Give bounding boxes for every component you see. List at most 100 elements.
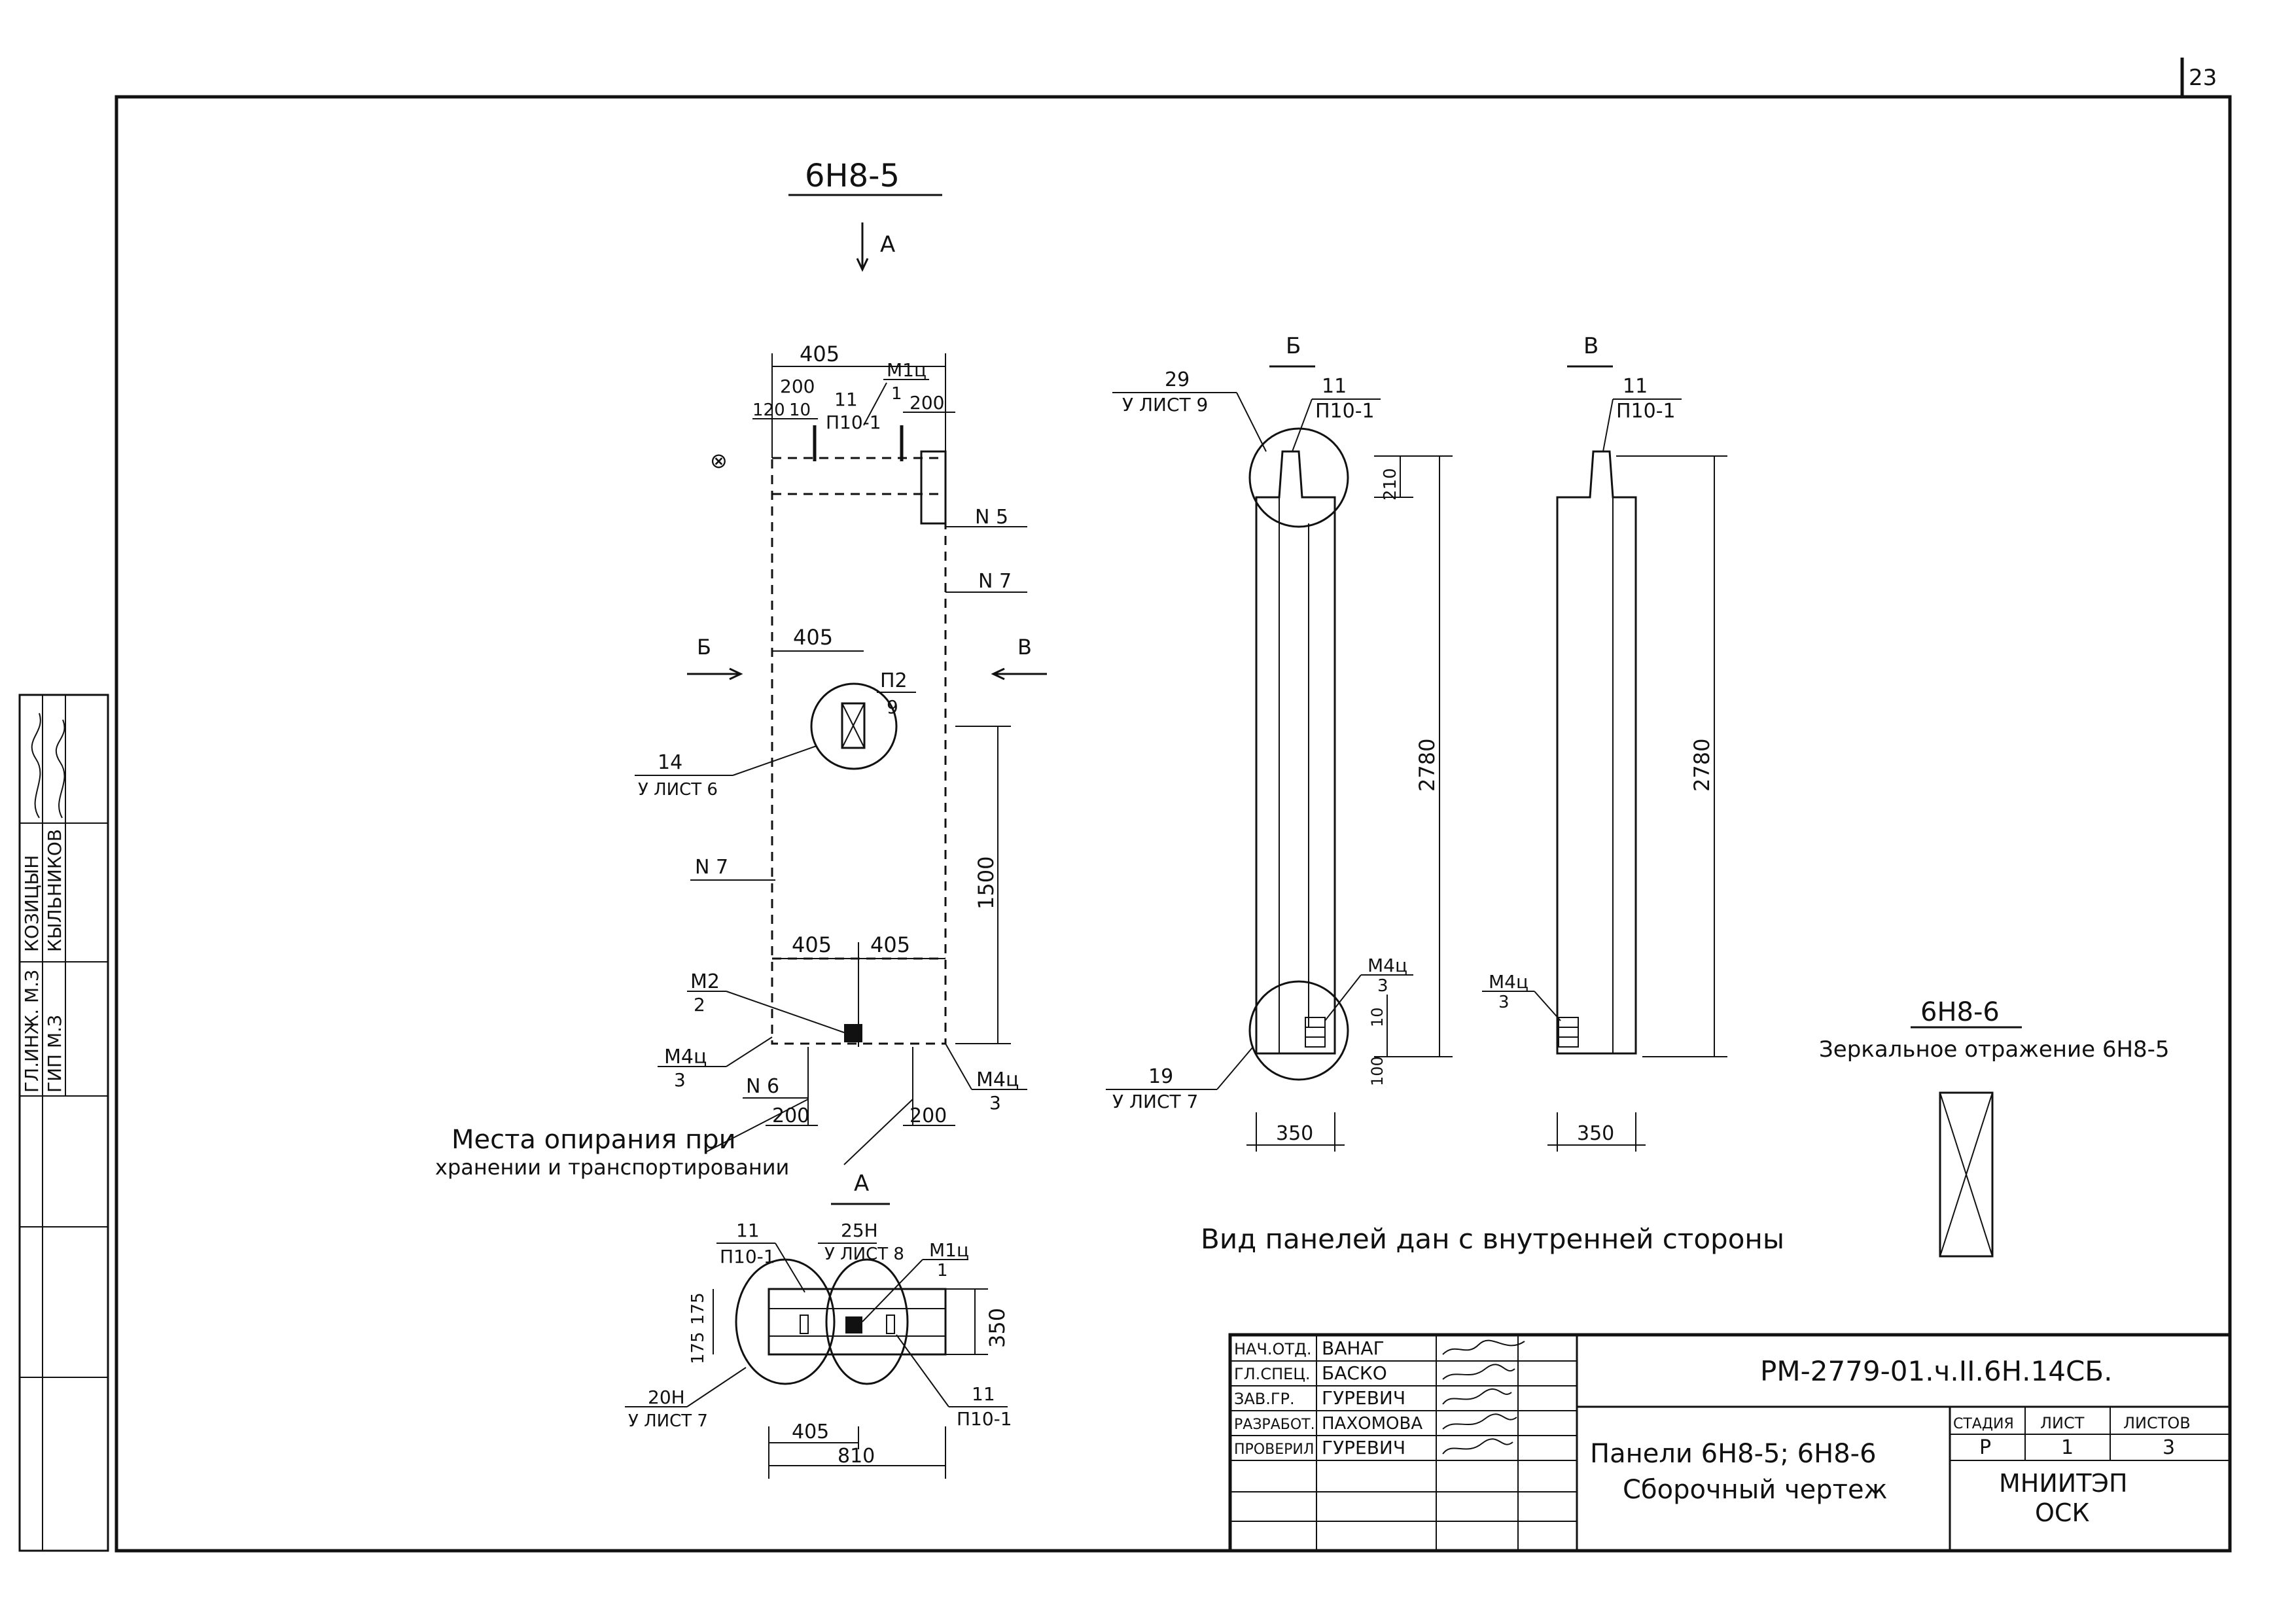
dim-top-405: 405	[800, 342, 839, 366]
v-callout-3: 3	[1498, 993, 1510, 1012]
tb-signature-4	[1442, 1438, 1513, 1455]
tb-name-2: ГУРЕВИЧ	[1322, 1387, 1405, 1409]
view-label-a-bottom: А	[854, 1171, 869, 1197]
plan-dim-175a: 175	[688, 1292, 708, 1325]
callout-11-front: 11	[834, 389, 858, 410]
callout-m2: М2	[690, 970, 720, 993]
callout-m1c-top: М1ц	[887, 359, 927, 381]
b-dim-10: 10	[1368, 1007, 1386, 1027]
view-label-a-top: А	[880, 232, 895, 258]
callout-1-top: 1	[891, 384, 902, 404]
section-mark-left: ⊗	[710, 448, 728, 473]
view-arrow-v: В	[1017, 635, 1032, 660]
mirror-mark: 6Н8-6	[1920, 997, 2000, 1027]
tb-role-3: РАЗРАБОТ.	[1234, 1417, 1315, 1433]
plan-dim-350: 350	[985, 1308, 1010, 1348]
plan-callout-20n: 20Н	[648, 1386, 685, 1408]
tb-signature-0	[1442, 1339, 1525, 1355]
drawing-title-group: 6Н8-5 А	[788, 158, 942, 272]
plan-callout-p10-1-bot: П10-1	[957, 1408, 1012, 1430]
drawing-title: 6Н8-5	[805, 158, 900, 194]
plan-callout-list7: У ЛИСТ 7	[628, 1411, 708, 1431]
v-callout-p10-1: П10-1	[1616, 400, 1676, 423]
callout-n7-right: N 7	[978, 570, 1012, 593]
stamp-role-1: ГЛ.ИНЖ. М.З	[21, 970, 43, 1093]
plan-callout-m1c: М1ц	[929, 1239, 969, 1261]
tb-signature-2	[1442, 1388, 1512, 1405]
tb-role-4: ПРОВЕРИЛ	[1234, 1441, 1314, 1458]
callout-14: 14	[658, 751, 682, 774]
plan-callout-p10-1-top: П10-1	[720, 1246, 775, 1267]
b-callout-3: 3	[1377, 976, 1388, 996]
b-dim-100: 100	[1368, 1056, 1386, 1086]
dim-200-left: 200	[780, 376, 815, 397]
callout-2: 2	[694, 994, 705, 1015]
b-callout-11: 11	[1322, 375, 1347, 398]
front-view: 405 200 120 10 200 11 П10-1 М1ц 1 ⊗ N 5 …	[435, 342, 1047, 1180]
v-callout-m4c: М4ц	[1489, 971, 1528, 993]
tb-role-0: НАЧ.ОТД.	[1234, 1340, 1311, 1358]
dim-120: 120	[752, 400, 785, 420]
mirror-note: 6Н8-6 Зеркальное отражение 6Н8-5	[1819, 997, 2170, 1258]
tb-name-line2: Сборочный чертеж	[1623, 1475, 1888, 1505]
sheet-frame: 23	[115, 58, 2232, 1553]
dim-1500: 1500	[974, 856, 998, 909]
tb-name-line1: Панели 6Н8-5; 6Н8-6	[1590, 1439, 1877, 1469]
tb-sheets-header: ЛИСТОВ	[2123, 1414, 2191, 1432]
stamp-name-2: КЫЛЬНИКОВ	[44, 829, 65, 952]
callout-3-right: 3	[989, 1092, 1001, 1114]
v-dim-2780: 2780	[1689, 739, 1714, 792]
tb-role-1: ГЛ.СПЕЦ.	[1234, 1365, 1311, 1383]
side-view-v: В 11 П10-1 2780 М4ц 3 350	[1482, 333, 1727, 1152]
dim-10: 10	[789, 400, 811, 420]
tb-sheet-header: ЛИСТ	[2040, 1414, 2085, 1432]
b-callout-p10-1: П10-1	[1315, 400, 1375, 423]
plan-dim-810: 810	[838, 1445, 875, 1468]
plan-callout-11-top: 11	[736, 1220, 760, 1241]
b-callout-19: 19	[1148, 1065, 1173, 1088]
stamp-signature-1	[31, 713, 41, 819]
stamp-signature-2	[56, 719, 65, 819]
v-dim-350: 350	[1577, 1122, 1614, 1145]
tb-org-line2: ОСК	[2035, 1498, 2089, 1527]
tb-stage-header: СТАДИЯ	[1953, 1416, 2014, 1432]
tb-stage: Р	[1979, 1436, 1991, 1459]
dim-bot-405-right: 405	[870, 932, 910, 957]
tb-sheet: 1	[2061, 1436, 2074, 1459]
plan-callout-11-bot: 11	[972, 1383, 995, 1405]
tb-code: РМ-2779-01.ч.II.6Н.14СБ.	[1760, 1355, 2112, 1387]
callout-p10-1-front: П10-1	[826, 412, 881, 433]
support-note-line2: хранении и транспортировании	[435, 1155, 789, 1180]
tb-name-0: ВАНАГ	[1322, 1337, 1385, 1359]
b-dim-350: 350	[1276, 1122, 1313, 1145]
callout-list6: У ЛИСТ 6	[638, 780, 718, 800]
tb-role-2: ЗАВ.ГР.	[1234, 1390, 1295, 1408]
plan-dim-405: 405	[792, 1421, 829, 1443]
b-callout-list7: У ЛИСТ 7	[1112, 1091, 1198, 1112]
callout-n7-left: N 7	[695, 856, 728, 879]
dim-bot-405-left: 405	[792, 932, 832, 957]
b-dim-2780: 2780	[1415, 739, 1439, 792]
tb-name-1: БАСКО	[1322, 1362, 1387, 1384]
callout-9: 9	[887, 696, 898, 718]
v-callout-11: 11	[1623, 375, 1648, 398]
tb-signature-1	[1442, 1364, 1515, 1380]
left-stamp: ГЛ.ИНЖ. М.З КОЗИЦЫН ГИП М.З КЫЛЬНИКОВ	[18, 694, 109, 1552]
plan-callout-25n: 25Н	[841, 1220, 878, 1241]
page-number: 23	[2189, 65, 2217, 91]
plan-callout-1: 1	[937, 1261, 948, 1280]
b-callout-list9: У ЛИСТ 9	[1122, 394, 1208, 415]
b-callout-29: 29	[1165, 368, 1190, 391]
callout-m4c-left: М4ц	[664, 1046, 707, 1068]
callout-n5: N 5	[975, 506, 1008, 529]
tb-name-4: ГУРЕВИЧ	[1322, 1437, 1405, 1458]
tb-signature-3	[1442, 1413, 1517, 1430]
dim-200-br: 200	[910, 1104, 947, 1127]
b-callout-m4c: М4ц	[1368, 955, 1407, 976]
stamp-role-2: ГИП М.З	[44, 1015, 65, 1093]
plan-callout-list8: У ЛИСТ 8	[824, 1244, 904, 1264]
view-label-v: В	[1583, 333, 1598, 359]
title-block: НАЧ.ОТД. ВАНАГ ГЛ.СПЕЦ. БАСКО ЗАВ.ГР. ГУ…	[1228, 1333, 2232, 1553]
plan-dim-175b: 175	[688, 1332, 708, 1364]
tb-name-3: ПАХОМОВА	[1322, 1414, 1422, 1434]
